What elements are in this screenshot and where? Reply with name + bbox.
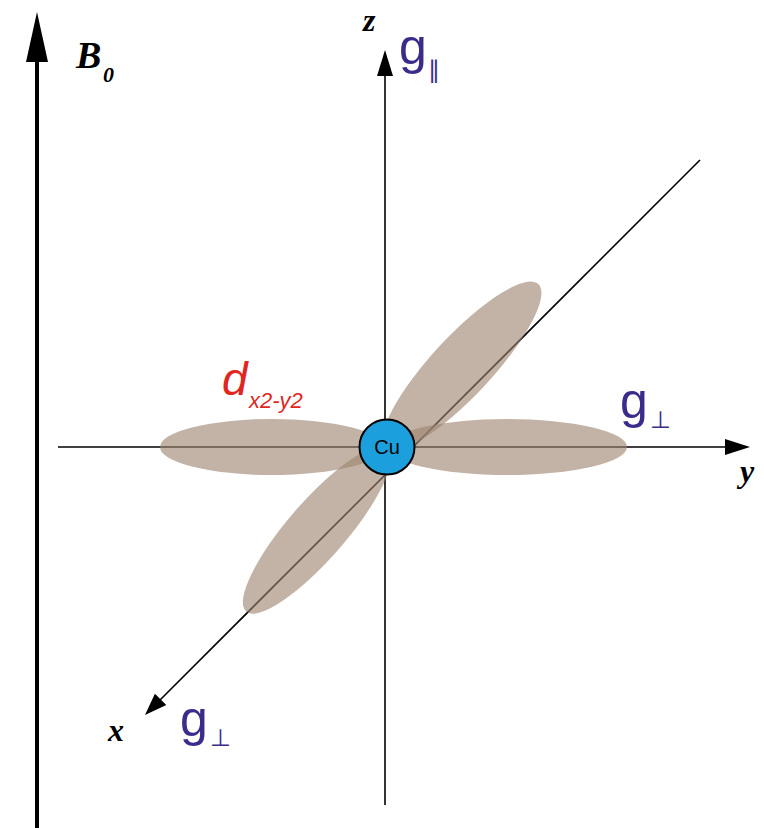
g-symbol: g xyxy=(620,376,648,426)
g-symbol: g xyxy=(180,694,208,744)
orbital-lobe xyxy=(364,264,561,469)
orbital-symbol: d xyxy=(222,356,248,402)
x-axis xyxy=(158,160,700,702)
field-arrowhead xyxy=(26,12,48,62)
atom-circle-shape xyxy=(360,420,415,475)
g-subscript: ⊥ xyxy=(210,726,231,750)
y-arrowhead xyxy=(725,439,750,455)
field-symbol: B xyxy=(76,36,101,74)
z-arrowhead xyxy=(377,50,393,76)
axis-label: z xyxy=(363,4,375,36)
orbital-subscript: x2-y2 xyxy=(249,390,303,412)
axis-label: y xyxy=(740,455,754,487)
orbital-lobes xyxy=(160,264,627,631)
g-subscript: ⊥ xyxy=(650,408,671,432)
axis-label: x xyxy=(108,714,124,746)
g-symbol: g xyxy=(399,22,427,72)
g-subscript: ∥ xyxy=(428,58,440,82)
atom-circle: Cu xyxy=(358,418,416,476)
x-arrowhead xyxy=(145,694,166,715)
field-arrow xyxy=(35,58,39,828)
field-subscript: 0 xyxy=(103,64,114,86)
atom-symbol: Cu xyxy=(374,437,400,457)
